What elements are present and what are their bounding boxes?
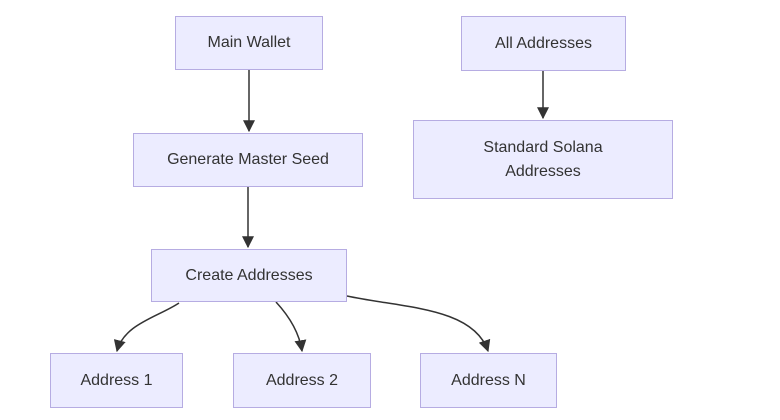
edge-create-addresses-to-address-2 — [275, 301, 307, 353]
node-address-1: Address 1 — [50, 353, 183, 408]
node-generate-master-seed: Generate Master Seed — [133, 133, 363, 187]
node-standard-solana-addresses: Standard Solana Addresses — [413, 120, 673, 199]
edge-create-addresses-to-address-n — [346, 295, 491, 353]
node-label: Address 2 — [265, 371, 339, 389]
node-label: Generate Master Seed — [167, 151, 329, 169]
node-label: Main Wallet — [207, 34, 291, 52]
node-address-2: Address 2 — [233, 353, 371, 408]
node-label: Standard Solana Addresses — [483, 139, 603, 180]
node-label: All Addresses — [495, 34, 592, 52]
node-create-addresses: Create Addresses — [151, 249, 347, 302]
node-label: Create Addresses — [185, 266, 313, 284]
node-label: Address 1 — [80, 371, 153, 389]
node-label: Address N — [451, 371, 526, 389]
node-main-wallet: Main Wallet — [175, 16, 323, 70]
node-all-addresses: All Addresses — [461, 16, 626, 71]
node-address-n: Address N — [420, 353, 557, 408]
edge-create-addresses-to-address-1 — [113, 302, 180, 353]
